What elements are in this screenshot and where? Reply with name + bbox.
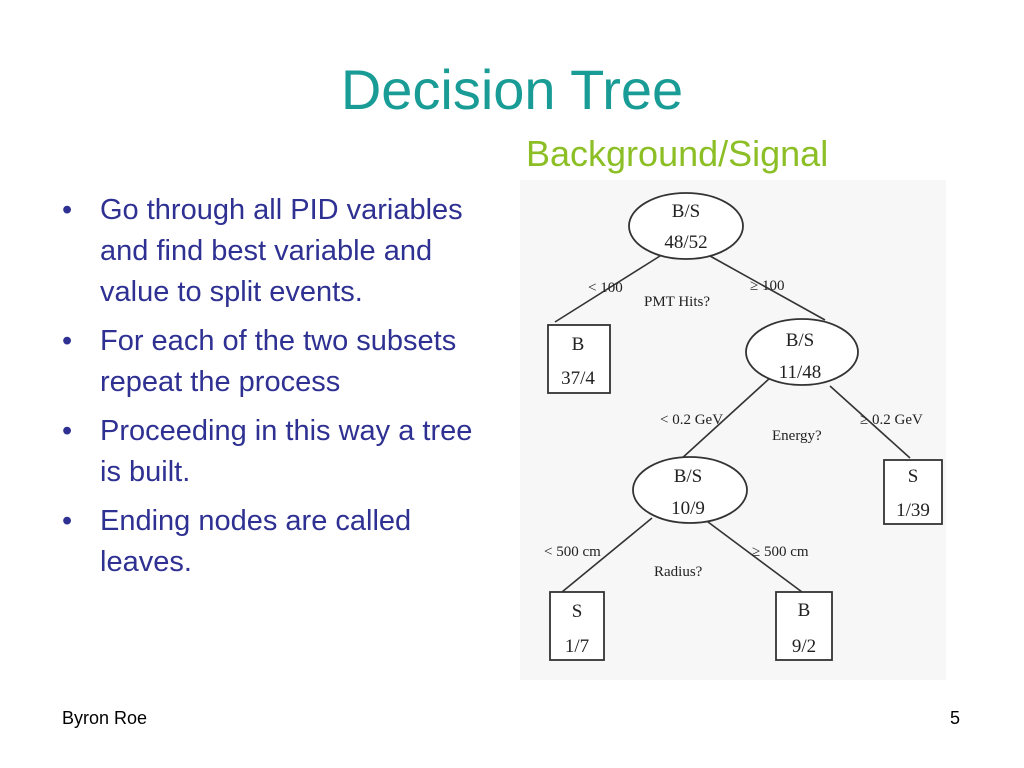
bullet-dot: • [62,325,73,357]
decision-tree-svg: B/S 48/52 B 37/4 B/S 11/48 S 1/39 B/S 10… [544,192,943,661]
edge-root-mid [709,255,826,321]
edge-low-b2 [699,515,803,593]
bullet-item: • Ending nodes are called leaves. [58,501,498,583]
bullet-text: Proceeding in this way a tree is built. [100,415,473,488]
node-s2-value: 1/7 [565,636,589,657]
page-number: 5 [950,708,961,728]
bullet-text: For each of the two subsets repeat the p… [100,325,457,398]
split-radius-right: ≥ 500 cm [752,544,809,560]
node-b1-box [547,324,611,394]
bullet-list: • Go through all PID variables and find … [58,190,498,591]
bullet-dot: • [62,194,73,226]
footer-author: Byron Roe [62,708,148,728]
split-radius-question: Radius? [654,564,703,580]
split-pmt-left: < 100 [588,280,623,296]
bullet-dot: • [62,505,73,537]
node-low-value: 10/9 [671,498,705,519]
node-b2-value: 9/2 [792,636,816,657]
decision-tree-diagram: B/S 48/52 B 37/4 B/S 11/48 S 1/39 B/S 10… [520,180,946,680]
bullet-item: • Go through all PID variables and find … [58,190,498,313]
split-energy-question: Energy? [772,428,822,444]
bullet-text: Ending nodes are called leaves. [100,505,412,578]
split-radius-left: < 500 cm [544,544,601,560]
node-s1-value: 1/39 [896,500,930,521]
node-b1-value: 37/4 [561,368,595,389]
node-root-label: B/S [672,201,701,222]
split-pmt-right: ≥ 100 [750,278,784,294]
node-b2-box [775,591,833,661]
bullet-item: • For each of the two subsets repeat the… [58,321,498,403]
node-low-ellipse [632,456,748,524]
edge-mid-s1 [829,385,911,459]
split-energy-left: < 0.2 GeV [660,412,723,428]
node-mid-label: B/S [786,330,815,351]
bullet-dot: • [62,415,73,447]
edge-mid-low [679,377,771,461]
node-s1-box [883,459,943,525]
node-mid-ellipse [745,318,859,386]
node-s2-box [549,591,605,661]
node-low-label: B/S [674,466,703,487]
edge-root-b1 [554,255,661,323]
slide-title: Decision Tree [340,58,684,121]
node-b2-label: B [798,600,811,621]
bullet-text: Go through all PID variables and find be… [100,194,463,308]
bullet-item: • Proceeding in this way a tree is built… [58,411,498,493]
node-s1-label: S [908,466,919,487]
slide-subtitle: Background/Signal [526,133,829,174]
split-energy-right: ≥ 0.2 GeV [860,412,923,428]
node-b1-label: B [572,334,585,355]
edge-low-s2 [561,517,653,593]
node-mid-value: 11/48 [779,362,822,383]
node-s2-label: S [572,601,583,622]
split-pmt-question: PMT Hits? [644,294,710,310]
node-root-ellipse [628,192,744,260]
node-root-value: 48/52 [664,232,707,253]
